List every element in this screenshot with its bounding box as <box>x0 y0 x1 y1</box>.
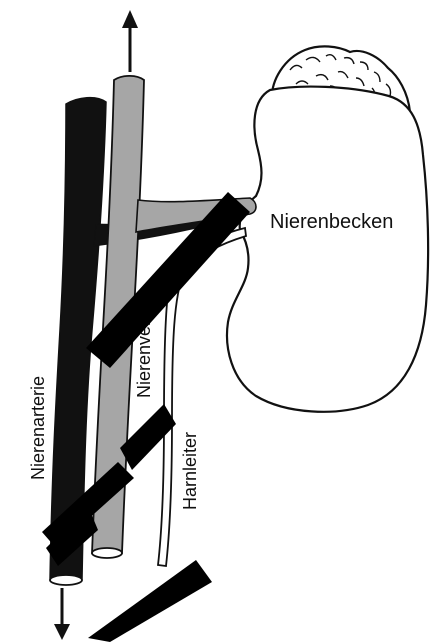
down-arrow-icon <box>54 588 70 640</box>
renal-pelvis-label: Nierenbecken <box>270 211 393 233</box>
ureter-label: Harnleiter <box>180 432 200 510</box>
renal-artery-label: Nierenarterie <box>28 376 48 480</box>
kidney-outline <box>227 87 428 412</box>
up-arrow-icon <box>122 10 138 72</box>
